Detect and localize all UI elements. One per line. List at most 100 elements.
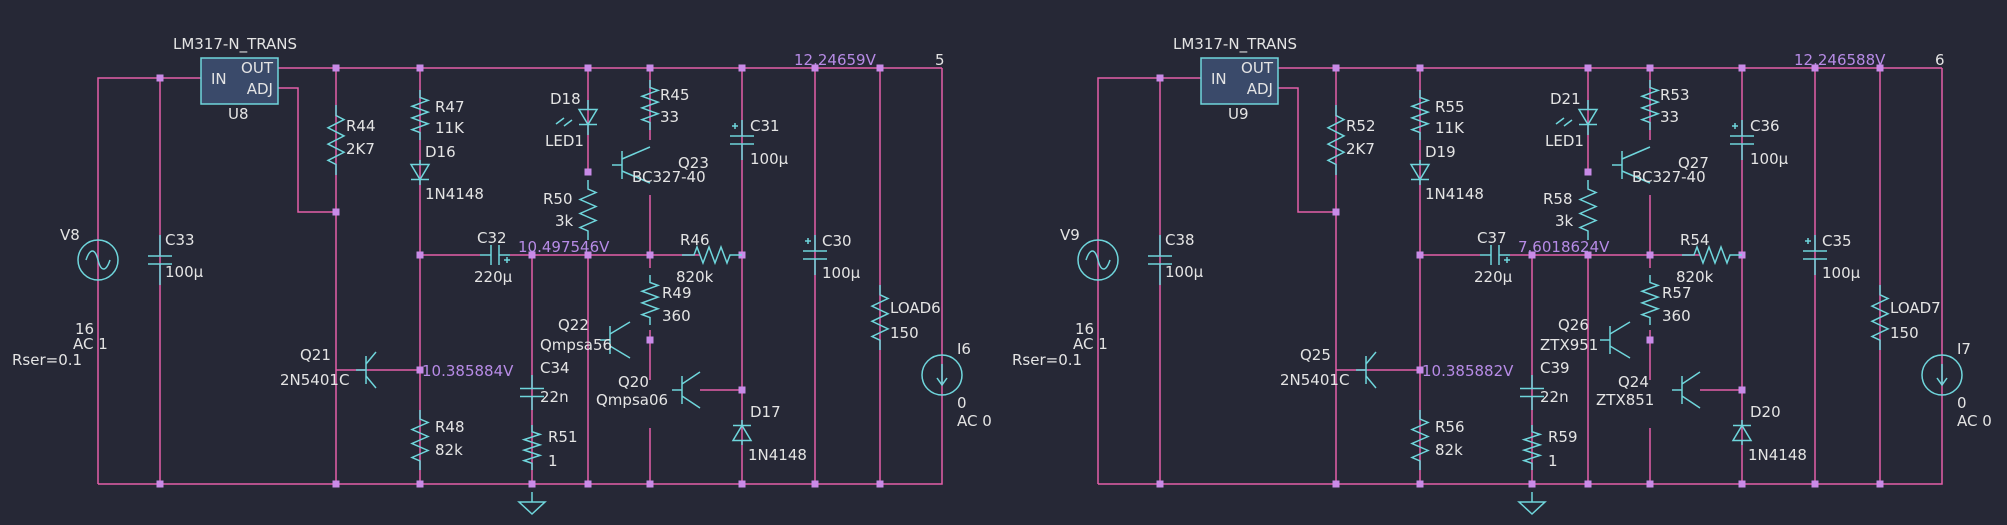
r-led-value: 3k — [555, 212, 574, 230]
c-b-value: 100µ — [822, 264, 861, 282]
junctions[interactable] — [156, 64, 884, 488]
junction — [332, 64, 340, 72]
q-mid-name: Q22 — [558, 316, 589, 334]
isrc-name: I7 — [1957, 340, 1971, 358]
ground[interactable] — [517, 492, 547, 516]
junction — [156, 480, 164, 488]
r-sm-name: R59 — [1548, 428, 1578, 446]
junction — [1876, 64, 1884, 72]
pin-adj: ADJ — [247, 80, 273, 98]
r-top-name: R47 — [435, 98, 465, 116]
junction — [416, 366, 424, 374]
junction — [738, 64, 746, 72]
isrc-ac: AC 0 — [1957, 412, 1992, 430]
wires[interactable] — [97, 67, 943, 485]
source-value: 16 — [75, 320, 94, 338]
node-b-voltage: 10.385882V — [1422, 362, 1514, 380]
junction — [1528, 251, 1536, 259]
source-ac: AC 1 — [1073, 335, 1108, 353]
r-sm-name: R51 — [548, 428, 578, 446]
junction — [1156, 480, 1164, 488]
junction — [646, 336, 654, 344]
junction — [811, 64, 819, 72]
source-value: 16 — [1075, 320, 1094, 338]
junction — [1416, 251, 1424, 259]
r-45-name: R45 — [660, 86, 690, 104]
r-led-name: R50 — [543, 190, 573, 208]
q-top-name: Q23 — [678, 154, 709, 172]
c-cpl-name: C37 — [1477, 229, 1507, 247]
q-top-value: BC327-40 — [1632, 168, 1706, 186]
wires[interactable] — [1097, 67, 1943, 485]
junction — [156, 74, 164, 82]
junctions[interactable] — [1156, 64, 1884, 488]
source-name: V9 — [1060, 226, 1080, 244]
r-45-value: 33 — [660, 108, 679, 126]
r-led-name: R58 — [1543, 190, 1573, 208]
source-rser: Rser=0.1 — [12, 351, 82, 369]
c-in-value: 100µ — [1165, 263, 1204, 281]
r-emit-name: R56 — [1435, 418, 1465, 436]
r-45-value: 33 — [1660, 108, 1679, 126]
r-top-value: 11K — [435, 119, 465, 137]
junction — [1738, 386, 1746, 394]
junction — [738, 386, 746, 394]
ground[interactable] — [1517, 492, 1547, 516]
c-b-name: C35 — [1822, 232, 1852, 250]
